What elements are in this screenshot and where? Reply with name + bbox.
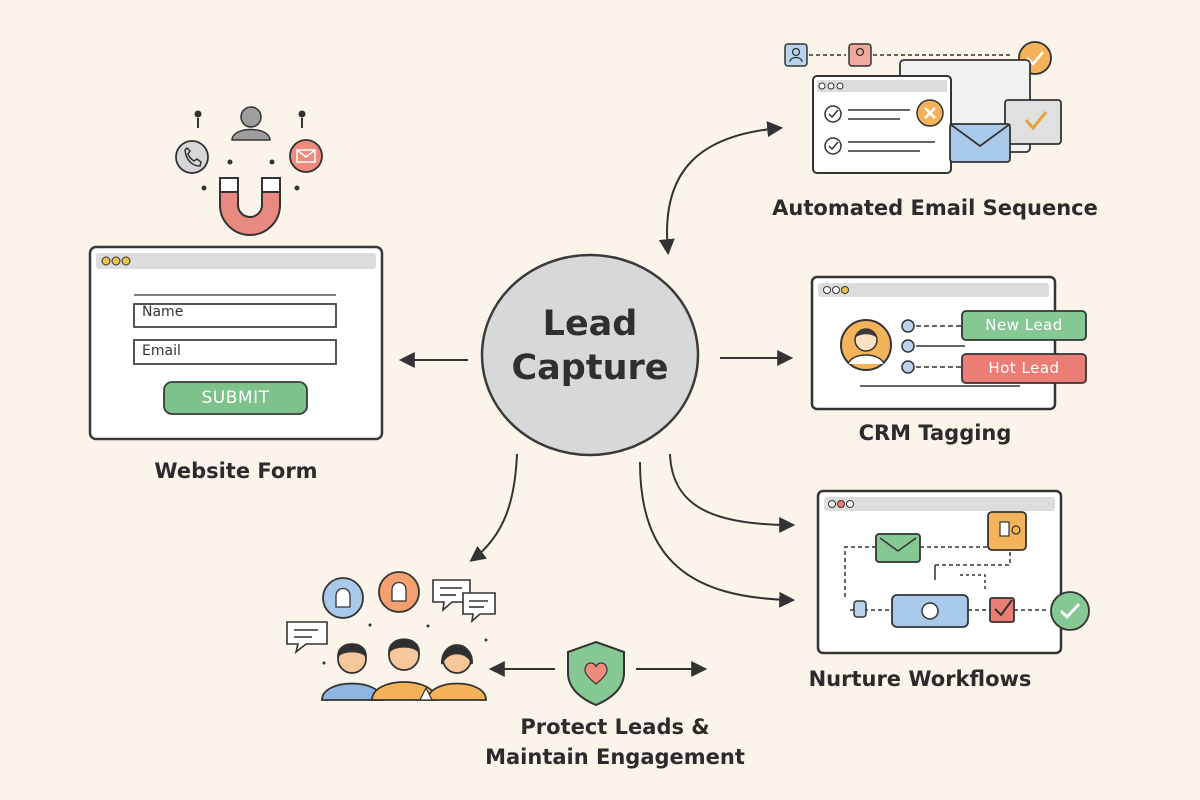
avatar-icon <box>840 319 892 371</box>
protect-leads-line2: Maintain Engagement <box>485 745 745 769</box>
email-field-label: Email <box>142 343 181 359</box>
crm-tagging-window <box>810 275 1087 411</box>
name-field <box>133 303 337 328</box>
envelope-icon <box>949 123 1011 163</box>
center-title: Lead Capture <box>484 302 696 390</box>
checklist-icon <box>812 75 952 174</box>
arrow-nurture-lower <box>639 461 796 608</box>
mail-icon <box>289 139 323 173</box>
lead-magnet-cluster <box>175 106 323 236</box>
submit-button-label: SUBMIT <box>201 388 270 408</box>
shield-heart-icon <box>567 640 625 707</box>
website-form-window <box>88 245 384 441</box>
center-node <box>480 253 700 457</box>
email-sequence-illustration <box>784 41 1062 174</box>
email-sequence-label: Automated Email Sequence <box>772 196 1098 220</box>
arrow-protect-leads <box>469 453 518 562</box>
tag-new-lead-label: New Lead <box>985 316 1063 334</box>
submit-button <box>163 381 308 415</box>
protect-leads-label: Protect Leads & Maintain Engagement <box>460 712 770 772</box>
tag-hot-lead <box>961 353 1087 384</box>
workflow-icon <box>844 546 1046 611</box>
tag-hot-lead-label: Hot Lead <box>988 359 1060 377</box>
arrow-email-sequence <box>658 121 784 256</box>
name-field-label: Name <box>142 304 184 320</box>
protect-leads-line1: Protect Leads & <box>520 715 710 739</box>
person-icon <box>231 106 271 141</box>
email-field <box>133 339 337 365</box>
nurture-workflows-label: Nurture Workflows <box>808 667 1032 691</box>
nurture-workflow-window <box>816 489 1090 655</box>
connectors <box>398 121 796 677</box>
arrow-nurture-upper <box>669 453 796 533</box>
chat-bubble-icon <box>286 579 496 655</box>
center-title-line1: Lead <box>542 304 638 344</box>
website-form-label: Website Form <box>154 459 318 483</box>
magnet-icon <box>219 177 281 236</box>
user-group-icon <box>321 638 487 701</box>
bell-icon <box>322 571 420 619</box>
crm-tagging-label: CRM Tagging <box>858 421 1012 445</box>
tag-new-lead <box>961 310 1087 341</box>
phone-icon <box>175 140 209 174</box>
center-title-line2: Capture <box>511 348 669 388</box>
